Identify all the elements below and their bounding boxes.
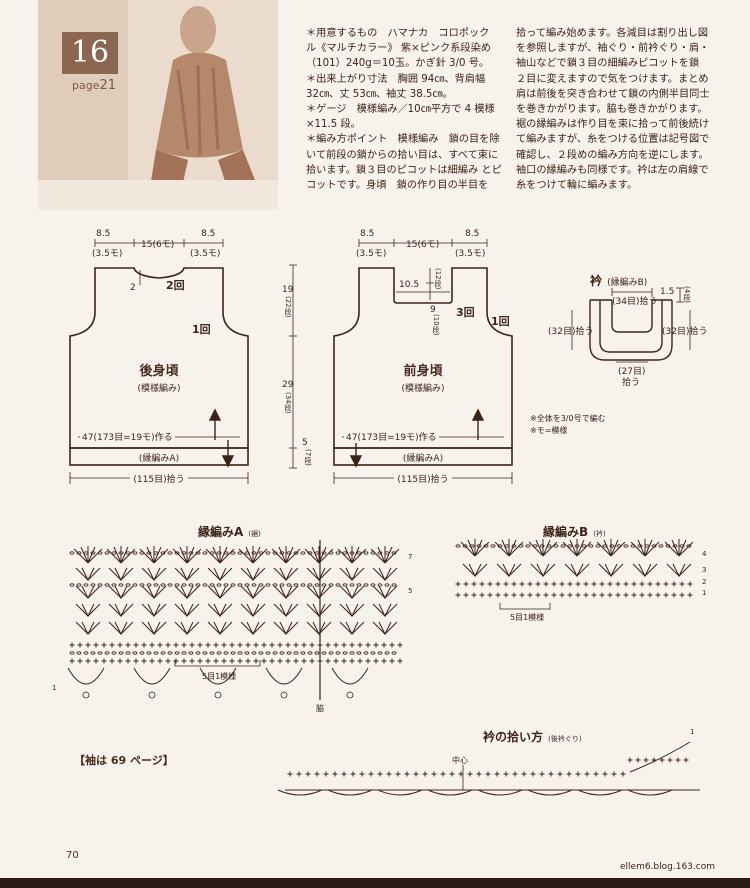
- page-number: 70: [66, 850, 79, 861]
- front-neck-depth-rows: (10段): [432, 314, 440, 336]
- front-right-shoulder-dim: 8.5: [465, 229, 480, 239]
- front-neck-decrease-mark: 3回: [456, 306, 475, 319]
- collar-bottom-pickup: (27目): [618, 367, 646, 377]
- back-pickup: (115目)拾う: [130, 475, 188, 485]
- back-neck-depth: 2: [130, 283, 136, 293]
- front-right-shoulder-sub: (3.5モ): [455, 249, 486, 259]
- bottom-bar: [0, 878, 750, 888]
- front-neck-depth: 9: [430, 305, 436, 315]
- chart-b-row-1: 1: [702, 589, 707, 597]
- back-neck-decrease-mark: 2回: [166, 279, 185, 292]
- chart-b-row-3: 3: [702, 566, 707, 574]
- instructions-column-1: ＊用意するもの ハマナカ コロポックル《マルチカラー》 紫×ピンク系段染め（10…: [306, 28, 502, 192]
- front-body-title: 前身頃: [403, 364, 443, 379]
- back-border-label: (縁編みA): [138, 454, 180, 464]
- collar-pickup-row: 1: [690, 728, 695, 736]
- front-left-shoulder-sub: (3.5モ): [356, 249, 387, 259]
- back-cast-on: 47(173目=19モ)作る: [80, 430, 175, 443]
- collar-right-pickup: (32目)拾う: [662, 327, 708, 337]
- border-rows: (7段): [304, 449, 312, 466]
- chart-b-title: 縁編みB (衿): [543, 525, 606, 539]
- instructions-column-2: 拾って編み始めます。各減目は割り出し図を参照しますが、袖ぐり・前衿ぐり・肩・袖山…: [516, 28, 710, 192]
- body-length-dim: 29: [282, 380, 294, 390]
- pattern-number-badge: 16: [62, 32, 118, 74]
- back-body-stitch: (模様編み): [137, 384, 181, 394]
- chart-b-row-4: 4: [702, 550, 707, 558]
- collar-height-rows: (4段): [683, 286, 691, 303]
- front-cast-on: 47(173目=19モ)作る: [344, 430, 439, 443]
- back-body-title: 後身頃: [139, 364, 179, 379]
- front-border-label: (縁編みA): [402, 454, 444, 464]
- chart-a-side-label: 脇: [316, 704, 324, 713]
- front-body-stitch: (模様編み): [401, 384, 445, 394]
- chart-b-row-2: 2: [702, 578, 707, 586]
- chart-a-row-7: 7: [408, 553, 413, 561]
- collar-bottom-pickup-2: 拾う: [622, 378, 641, 388]
- back-left-shoulder-dim: 8.5: [96, 229, 111, 239]
- armhole-rows: (22段): [284, 296, 292, 318]
- collar-pickup-title: 衿の拾い方 (後衿ぐり): [483, 730, 582, 744]
- chart-a-row-5: 5: [408, 587, 413, 595]
- back-armhole-mark: 1回: [192, 323, 211, 336]
- front-left-shoulder-dim: 8.5: [360, 229, 375, 239]
- watermark: ellem6.blog.163.com: [620, 862, 715, 872]
- back-neck-dim: 15(6モ): [141, 240, 175, 250]
- armhole-dim: 19: [282, 285, 294, 295]
- front-neck-rows: (12段): [434, 268, 442, 290]
- collar-pickup-center: 中心: [452, 756, 468, 765]
- note-hook: ※全体を3/0号で編む: [530, 414, 606, 423]
- back-right-shoulder-sub: (3.5モ): [190, 249, 221, 259]
- collar-title: 衿 (縁編みB): [590, 274, 648, 288]
- front-neck-dim: 15(6モ): [406, 240, 440, 250]
- collar-top-pickup: (34目)拾う: [612, 297, 658, 307]
- collar-height: 1.5: [660, 287, 675, 297]
- front-neck-width: 10.5: [399, 280, 420, 290]
- collar-pickup-grid: [277, 741, 700, 796]
- chart-a-row-1: 1: [52, 684, 57, 692]
- chart-a-repeat: 5目1模様: [202, 672, 237, 681]
- back-left-shoulder-sub: (3.5モ): [92, 249, 123, 259]
- front-armhole-mark: 1回: [491, 315, 510, 328]
- front-pickup: (115目)拾う: [394, 475, 452, 485]
- back-right-shoulder-dim: 8.5: [201, 229, 216, 239]
- border-dim: 5: [302, 438, 308, 448]
- sleeve-reference: 【袖は 69 ページ】: [74, 754, 174, 767]
- body-length-rows: (34段): [284, 392, 292, 414]
- chart-b-grid: [455, 538, 694, 598]
- page-reference: page21: [72, 78, 117, 93]
- note-mo: ※モ=模様: [530, 426, 568, 435]
- chart-a-grid: [67, 540, 403, 700]
- collar-left-pickup: (32目)拾う: [548, 327, 594, 337]
- chart-a-title: 縁編みA (裾): [198, 525, 261, 539]
- chart-b-repeat: 5目1模様: [510, 613, 545, 622]
